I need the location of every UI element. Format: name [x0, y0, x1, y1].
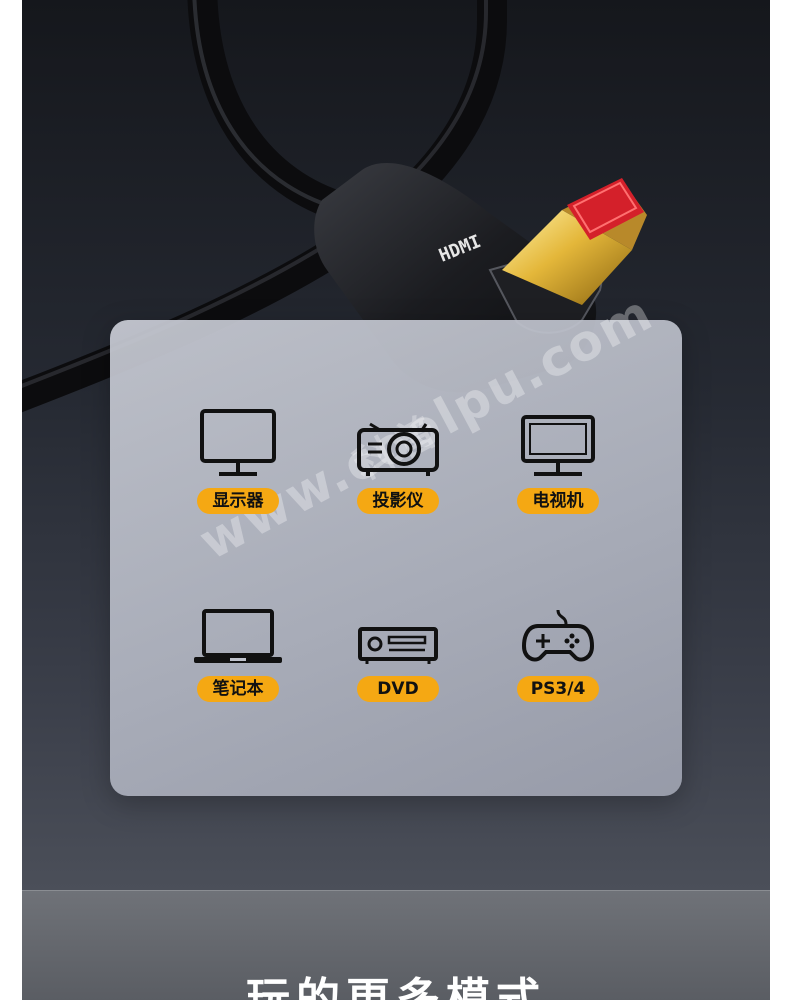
- device-dvd: DVD: [328, 626, 468, 702]
- gamepad-icon: [522, 609, 594, 662]
- section-band: [22, 890, 770, 1000]
- device-gamepad: PS3/4: [488, 606, 628, 702]
- device-label: 投影仪: [357, 488, 439, 514]
- dvd-player-icon: [358, 627, 438, 664]
- device-label: DVD: [357, 676, 439, 702]
- device-tv: 电视机: [488, 414, 628, 514]
- product-page: HDMI www.coolpu.com 科普 显示器 投影仪: [22, 0, 770, 1000]
- device-label: 电视机: [517, 488, 599, 514]
- monitor-icon: [200, 409, 276, 476]
- device-label: PS3/4: [517, 676, 599, 702]
- device-label: 显示器: [197, 488, 279, 514]
- section-title: 玩的更多模式: [246, 974, 546, 1000]
- laptop-icon: [194, 609, 282, 663]
- device-monitor: 显示器: [168, 408, 308, 514]
- compatibility-card: [110, 320, 682, 796]
- tv-icon: [521, 415, 595, 476]
- device-label: 笔记本: [197, 676, 279, 702]
- device-laptop: 笔记本: [168, 608, 308, 702]
- device-projector: 投影仪: [328, 418, 468, 514]
- projector-icon: [357, 422, 439, 476]
